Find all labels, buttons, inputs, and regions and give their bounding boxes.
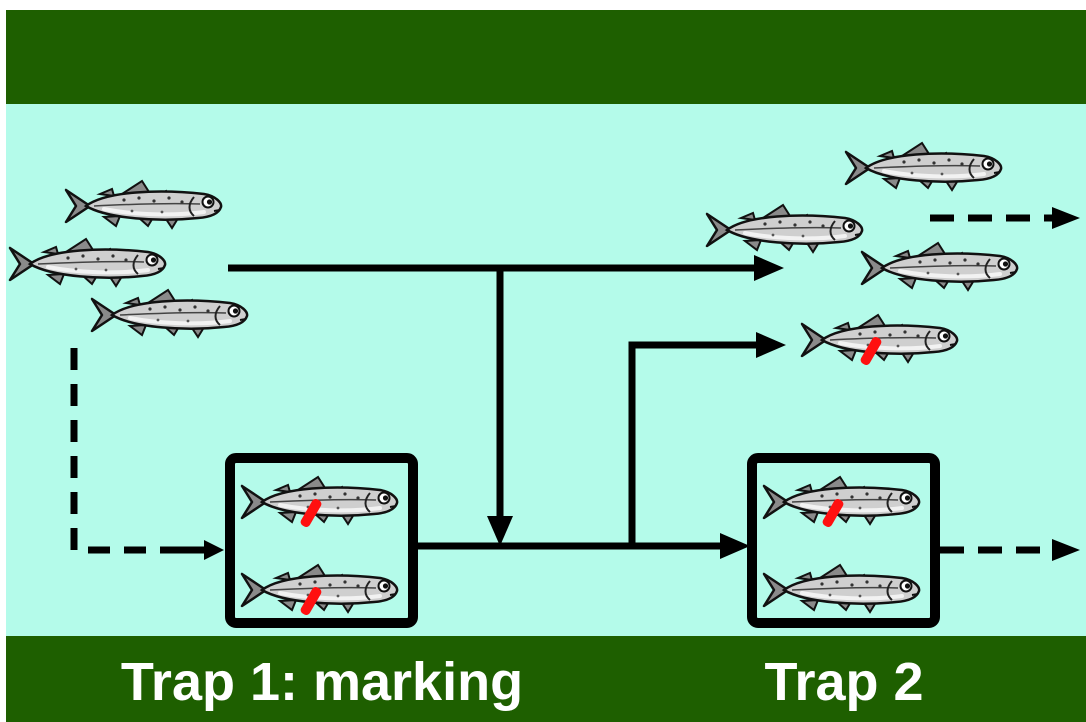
- flow-arrows: [70, 207, 1080, 561]
- arrow-head: [1052, 207, 1080, 229]
- arrow-head: [204, 540, 224, 560]
- dashed-path-to-trap1: [70, 348, 190, 554]
- arrow-head: [720, 533, 750, 559]
- arrow-head: [754, 255, 784, 281]
- arrow-head: [487, 516, 513, 546]
- branch-up-line: [628, 341, 760, 546]
- arrow-head: [1052, 539, 1080, 561]
- bottom-bank: [6, 636, 1086, 722]
- trap2-box: [747, 453, 940, 628]
- trap2-label: Trap 2: [764, 652, 923, 712]
- trap1-box: [225, 453, 418, 628]
- top-bank: [6, 10, 1086, 104]
- arrow-head: [756, 332, 786, 358]
- trap1-label: Trap 1: marking: [121, 652, 523, 712]
